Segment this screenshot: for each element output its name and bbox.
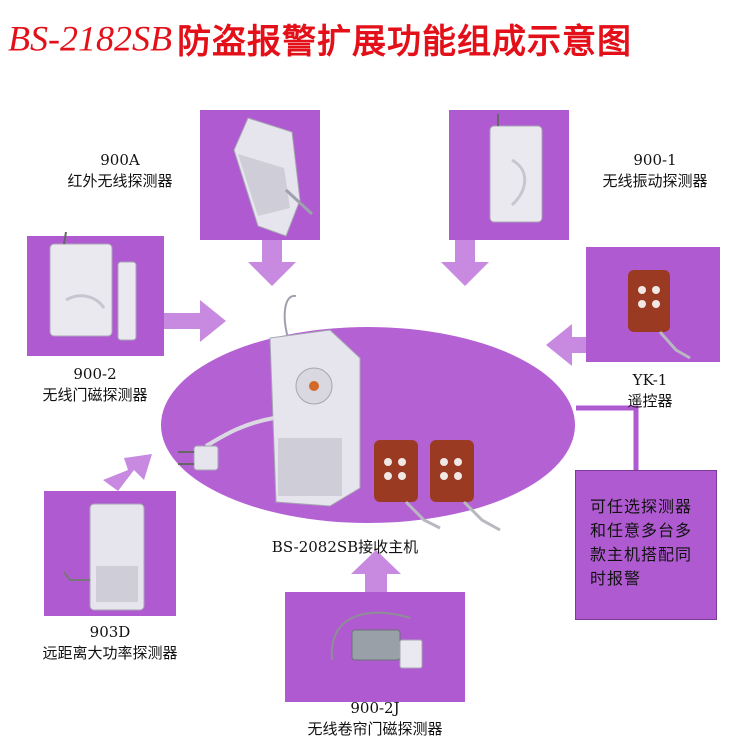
label-900a-name: 红外无线探测器 xyxy=(67,172,173,190)
title-text: 防盗报警扩展功能组成示意图 xyxy=(177,22,633,62)
label-900a-model: 900A xyxy=(100,151,140,169)
note-line-4: 时报警 xyxy=(590,569,642,588)
arrow-yk1 xyxy=(546,324,586,366)
shutter-magnet-icon xyxy=(330,611,423,669)
arrow-903d xyxy=(103,454,152,491)
label-9002-name: 无线门磁探测器 xyxy=(42,386,148,404)
label-9002-model: 900-2 xyxy=(73,365,117,383)
label-9001: 900-1 无线振动探测器 xyxy=(575,150,735,192)
note-line-3: 款主机搭配同 xyxy=(590,545,693,564)
label-9001-name: 无线振动探测器 xyxy=(602,172,708,190)
label-yk1-name: 遥控器 xyxy=(627,392,673,410)
label-900a: 900A 红外无线探测器 xyxy=(40,150,200,192)
receiver-host-icon xyxy=(178,294,361,507)
label-yk1: YK-1 遥控器 xyxy=(600,370,700,412)
vibration-sensor-icon xyxy=(489,114,543,223)
label-903d-model: 903D xyxy=(89,623,131,641)
remote-control-icon xyxy=(628,270,691,360)
center-label-text: BS-2082SB接收主机 xyxy=(271,538,419,556)
label-9002j: 900-2J 无线卷帘门磁探测器 xyxy=(270,698,480,740)
diagram-title: BS-2182SB 防盗报警扩展功能组成示意图 xyxy=(8,14,744,66)
arrow-9002j xyxy=(351,550,401,592)
long-range-detector-icon xyxy=(63,503,145,611)
label-903d: 903D 远距离大功率探测器 xyxy=(15,622,205,664)
note-line-1: 可任选探测器 xyxy=(590,497,693,516)
title-model: BS-2182SB xyxy=(8,18,172,59)
door-magnet-icon xyxy=(49,231,137,341)
center-label: BS-2082SB接收主机 xyxy=(245,537,445,558)
label-9002j-model: 900-2J xyxy=(350,699,400,717)
label-yk1-model: YK-1 xyxy=(632,371,668,389)
arrow-9001 xyxy=(441,240,489,286)
note-box: 可任选探测器 和任意多台多 款主机搭配同 时报警 xyxy=(575,470,717,620)
label-903d-name: 远距离大功率探测器 xyxy=(42,644,178,662)
center-ellipse xyxy=(161,327,575,523)
label-9001-model: 900-1 xyxy=(633,151,677,169)
label-9002j-name: 无线卷帘门磁探测器 xyxy=(307,720,443,738)
note-line-2: 和任意多台多 xyxy=(590,521,693,540)
label-9002: 900-2 无线门磁探测器 xyxy=(10,364,180,406)
arrow-900a xyxy=(248,240,296,286)
arrow-9002 xyxy=(164,300,226,342)
host-remotes-icon xyxy=(374,440,501,532)
note-connector xyxy=(576,405,639,470)
pir-sensor-icon xyxy=(233,117,314,237)
